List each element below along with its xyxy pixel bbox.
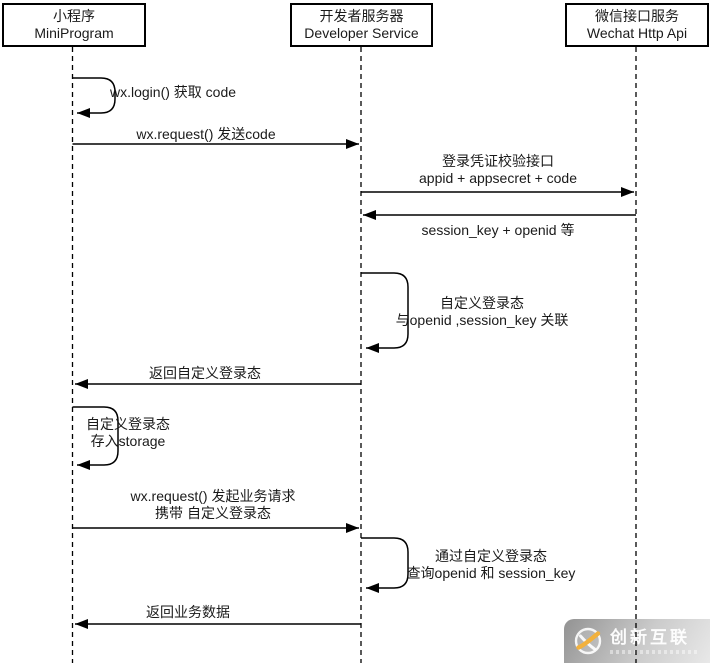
self-loop-store-storage	[72, 406, 119, 470]
watermark-brand: 创新互联	[610, 628, 690, 647]
watermark-text-block: 创新互联	[610, 628, 698, 654]
actor-title-zh: 微信接口服务	[595, 8, 679, 24]
actor-developer-service: 开发者服务器 Developer Service	[290, 3, 433, 47]
message-label-code2session: 登录凭证校验接口 appid + appsecret + code	[418, 153, 578, 186]
self-loop-wx-login	[72, 77, 116, 118]
message-label-session-key: session_key + openid 等	[421, 222, 575, 238]
message-label-send-code: wx.request() 发送code	[136, 126, 276, 142]
watermark-badge: 创新互联	[564, 619, 710, 663]
message-label-return-login-state: 返回自定义登录态	[149, 365, 261, 381]
actor-title-zh: 小程序	[53, 8, 95, 24]
actor-title-en: Developer Service	[304, 25, 419, 41]
actor-title-en: Wechat Http Api	[586, 25, 688, 41]
cxhl-logo-icon	[574, 627, 602, 655]
actor-title-zh: 开发者服务器	[319, 8, 404, 24]
message-label-return-business-data: 返回业务数据	[146, 604, 230, 620]
actor-title-en: MiniProgram	[34, 25, 114, 41]
message-label-business-request: wx.request() 发起业务请求 携带 自定义登录态	[130, 488, 296, 521]
self-loop-custom-login-state	[361, 272, 409, 353]
actor-wechat-api: 微信接口服务 Wechat Http Api	[565, 3, 709, 47]
self-loop-query-openid	[361, 537, 409, 593]
message-label-wx-login: wx.login() 获取 code	[110, 84, 237, 100]
message-label-store-storage: 自定义登录态 存入storage	[86, 416, 170, 449]
message-label-query-openid: 通过自定义登录态 查询openid 和 session_key	[406, 548, 576, 581]
message-label-custom-login-state: 自定义登录态 与openid ,session_key 关联	[395, 295, 569, 328]
watermark-subtext	[610, 650, 698, 654]
actor-miniprogram: 小程序 MiniProgram	[2, 3, 146, 47]
